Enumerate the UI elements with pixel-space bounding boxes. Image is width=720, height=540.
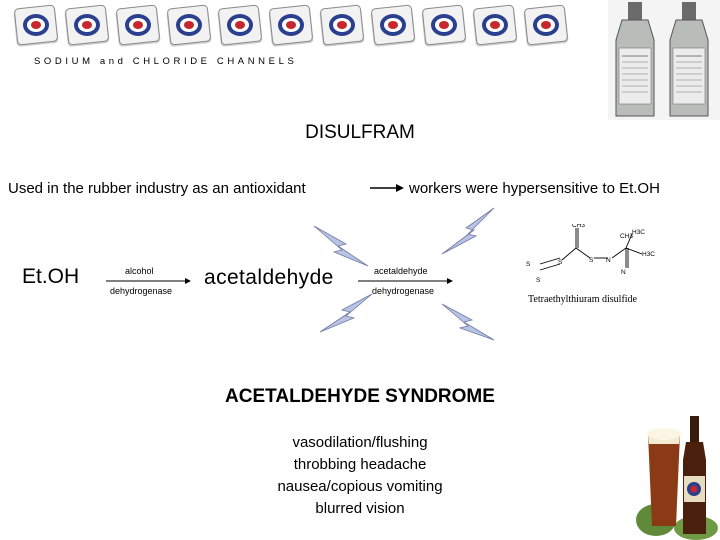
badge-row — [12, 4, 592, 52]
syndrome-title: ACETALDEHYDE SYNDROME — [225, 386, 495, 407]
reaction-arrow-2 — [358, 278, 453, 284]
brewery-logo-icon — [370, 4, 416, 47]
atom-label: H3C — [632, 229, 645, 236]
atom-label: S — [536, 277, 541, 284]
brewery-logo-icon — [13, 4, 59, 47]
brewery-logo-icon — [115, 4, 161, 47]
atom-label: N — [606, 257, 611, 264]
acetaldehyde-label: acetaldehyde — [204, 266, 334, 289]
reaction-arrow-1 — [106, 278, 191, 284]
bottles-image — [608, 0, 720, 120]
symptom-item: nausea/copious vomiting — [277, 478, 443, 495]
brewery-logo-icon — [319, 4, 365, 47]
brewery-logo-icon — [421, 4, 467, 47]
symptom-item: blurred vision — [315, 500, 405, 517]
atom-label: H3C — [642, 251, 655, 258]
enzyme1-line2: dehydrogenase — [110, 286, 173, 296]
symptom-item: vasodilation/flushing — [292, 434, 428, 451]
atom-label: S — [589, 257, 594, 264]
page-title: DISULFRAM — [305, 122, 415, 143]
atom-label: N — [621, 269, 626, 276]
symptom-list: vasodilation/flushing throbbing headache… — [260, 432, 460, 520]
beer-image — [636, 416, 718, 540]
bottle-left — [615, 2, 655, 117]
atom-label: CH3 — [620, 233, 633, 240]
enzyme2-line1: acetaldehyde — [374, 266, 428, 276]
history-arrow — [370, 184, 404, 192]
structure-caption: Tetraethylthiuram disulfide — [528, 294, 637, 305]
brewery-logo-icon — [217, 4, 263, 47]
disulfiram-structure: CH3 CH3 S S S S N N H3C H3C — [526, 224, 655, 284]
lightning-bolt-icon — [441, 303, 495, 341]
lightning-bolt-icon — [441, 207, 495, 255]
brewery-logo-icon — [166, 4, 212, 47]
symptom-item: throbbing headache — [293, 456, 427, 473]
enzyme1-line1: alcohol — [125, 266, 154, 276]
atom-label: CH3 — [572, 224, 585, 229]
atom-label: S — [558, 259, 563, 266]
brewery-logo-icon — [523, 4, 569, 47]
enzyme2-line2: dehydrogenase — [372, 286, 435, 296]
atom-label: S — [526, 261, 531, 268]
brewery-logo-icon — [268, 4, 314, 47]
bottle-right — [669, 2, 709, 117]
lightning-bolt-icon — [313, 225, 369, 267]
hypersensitivity-text: workers were hypersensitive to Et.OH — [409, 180, 660, 197]
ethanol-label: Et.OH — [22, 265, 80, 288]
history-text: Used in the rubber industry as an antiox… — [8, 180, 306, 197]
course-title: SODIUM and CHLORIDE CHANNELS — [34, 56, 298, 67]
brewery-logo-icon — [64, 4, 110, 47]
brewery-logo-icon — [472, 4, 518, 47]
lightning-bolt-icon — [319, 293, 373, 333]
